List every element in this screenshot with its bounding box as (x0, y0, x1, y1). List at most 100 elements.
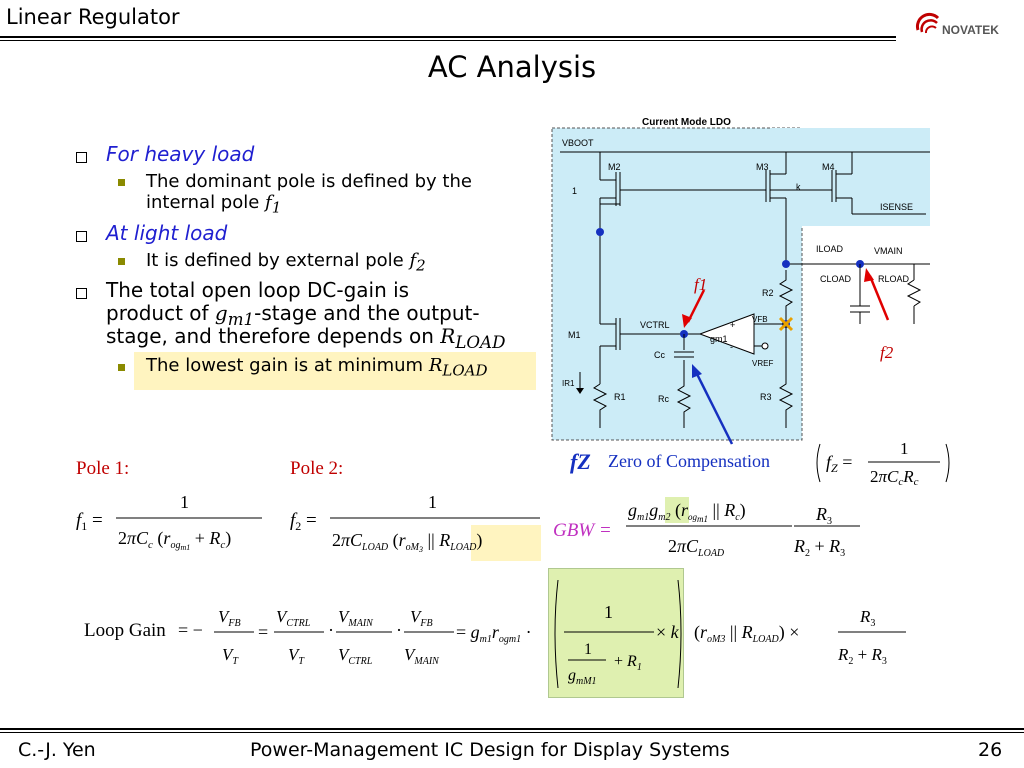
svg-text:RLOAD: RLOAD (878, 274, 910, 284)
svg-text:gm1gm2 (rogm1 || Rc): gm1gm2 (rogm1 || Rc) (628, 500, 746, 524)
svg-text:CLOAD: CLOAD (820, 274, 852, 284)
svg-text:ISENSE: ISENSE (880, 202, 913, 212)
highlight-box (471, 525, 541, 561)
bullet-square (76, 231, 87, 242)
svg-text:VFB: VFB (752, 315, 768, 324)
bullet-lowest-gain: The lowest gain is at minimum RLOAD (146, 355, 488, 380)
svg-text:VMAIN: VMAIN (874, 246, 903, 256)
footer-author: C.-J. Yen (18, 739, 96, 761)
svg-text:Rc: Rc (658, 394, 669, 404)
svg-text:R2 + R3: R2 + R3 (793, 536, 845, 559)
svg-text:1: 1 (584, 641, 592, 658)
bullet-dc-gain-l1: The total open loop DC-gain is (106, 278, 410, 302)
bullet-heavy-load-sub: The dominant pole is defined by the (146, 171, 472, 192)
current-mode-ldo-schematic: Current Mode LDO VBOOT M2 1 M3 k M4 ISEN… (551, 117, 930, 445)
svg-text:VT: VT (288, 645, 305, 667)
svg-text:= gm1rogm1 ·: = gm1rogm1 · (456, 622, 532, 645)
f2-marker: f2 (880, 343, 894, 362)
svg-text:+: + (730, 320, 735, 330)
label-vboot: VBOOT (562, 138, 594, 148)
footer-rule (0, 728, 1024, 730)
bullet-heavy-load: For heavy load (106, 142, 255, 166)
footer-rule-thin (0, 732, 1024, 733)
svg-text:VT: VT (222, 645, 239, 667)
svg-text:VMAIN: VMAIN (404, 645, 440, 667)
pole2-equation: f2 = 1 2πCLOAD (roM3 || RLOAD) (290, 492, 540, 554)
svg-text:IR1: IR1 (562, 379, 575, 388)
svg-text:VCTRL: VCTRL (338, 645, 373, 667)
header-rule-thin (0, 40, 896, 41)
svg-text:(roM3 || RLOAD) ×: (roM3 || RLOAD) × (694, 622, 799, 645)
sub-bullet (118, 364, 125, 371)
svg-text:VFB: VFB (218, 607, 241, 629)
highlight-box (665, 497, 689, 523)
loop-gain-equation: = − VFB VT = VCTRL VT · VMAIN VCTRL · VF… (178, 579, 906, 689)
svg-text:fZ =: fZ = (826, 452, 852, 475)
highlight-box (134, 352, 536, 390)
schematic-title: Current Mode LDO (642, 117, 731, 128)
svg-text:R3: R3 (760, 392, 772, 402)
svg-text:1: 1 (428, 492, 437, 512)
bullet-light-load: At light load (106, 221, 228, 245)
svg-text:R3: R3 (815, 504, 832, 527)
svg-text:R1: R1 (614, 392, 626, 402)
bullet-light-load-sub: It is defined by external pole f2 (146, 250, 426, 275)
highlight-box (548, 568, 684, 698)
pole1-label: Pole 1: (76, 458, 130, 479)
bullet-dc-gain-l2: product of gm1-stage and the output- (106, 301, 480, 329)
svg-text:gmM1: gmM1 (568, 667, 597, 687)
header-title: Linear Regulator (6, 5, 180, 29)
svg-text:M1: M1 (568, 330, 581, 340)
svg-text:gm1: gm1 (710, 334, 728, 344)
novatek-logo: NOVATEK (915, 12, 999, 37)
ldo-dashed-box (551, 127, 803, 441)
sub-bullet (118, 179, 125, 186)
bullet-heavy-load-sub2: internal pole f1 (146, 192, 282, 217)
svg-text:k: k (796, 182, 801, 192)
svg-text:Cc: Cc (654, 350, 665, 360)
svg-text:2πCLOAD (roM3 || RLOAD): 2πCLOAD (roM3 || RLOAD) (332, 530, 482, 554)
svg-text:VMAIN: VMAIN (338, 607, 374, 629)
pole2-label: Pole 2: (290, 458, 344, 479)
loop-gain-label: Loop Gain (84, 620, 166, 641)
svg-text:VREF: VREF (752, 359, 773, 368)
svg-text:f1 =: f1 = (76, 510, 103, 533)
footer-page-number: 26 (978, 739, 1003, 761)
svg-text:=: = (258, 622, 268, 642)
pole1-equation: f1 = 1 2πCc (rogm1 + Rc) (76, 492, 262, 552)
svg-text:2πCLOAD: 2πCLOAD (668, 536, 725, 559)
svg-text:1: 1 (180, 492, 189, 512)
bullet-square (76, 288, 87, 299)
fz-label: fZ (570, 449, 591, 474)
svg-text:M4: M4 (822, 162, 835, 172)
svg-text:= −: = − (178, 620, 203, 640)
sub-bullet (118, 258, 125, 265)
svg-text:VFB: VFB (410, 607, 433, 629)
fz-equation: fZ = 1 2πCcRc (816, 439, 950, 488)
svg-text:1: 1 (572, 186, 577, 196)
svg-text:-: - (730, 342, 733, 352)
bullet-square (76, 152, 87, 163)
svg-text:R3: R3 (859, 607, 875, 629)
svg-text:2πCc (rogm1 + Rc): 2πCc (rogm1 + Rc) (118, 528, 231, 552)
header-rule (0, 36, 896, 38)
svg-text:2πCcRc: 2πCcRc (870, 467, 919, 488)
svg-text:M3: M3 (756, 162, 769, 172)
svg-text:VCTRL: VCTRL (640, 320, 670, 330)
gbw-label: GBW = (553, 520, 612, 541)
svg-text:× k: × k (656, 622, 680, 642)
slide-title: AC Analysis (427, 50, 597, 84)
logo-text: NOVATEK (942, 23, 999, 37)
svg-text:1: 1 (900, 439, 909, 458)
svg-text:R2 + R3: R2 + R3 (837, 645, 887, 667)
footer-course: Power-Management IC Design for Display S… (250, 739, 730, 761)
svg-text:+ R1: + R1 (614, 653, 642, 673)
zero-compensation-label: Zero of Compensation (608, 451, 770, 471)
svg-text:M2: M2 (608, 162, 621, 172)
svg-text:·: · (328, 620, 334, 640)
svg-text:R2: R2 (762, 288, 774, 298)
f1-marker: f1 (694, 275, 707, 294)
svg-text:1: 1 (604, 602, 613, 622)
svg-text:f2 =: f2 = (290, 510, 317, 533)
svg-text:VCTRL: VCTRL (276, 607, 311, 629)
